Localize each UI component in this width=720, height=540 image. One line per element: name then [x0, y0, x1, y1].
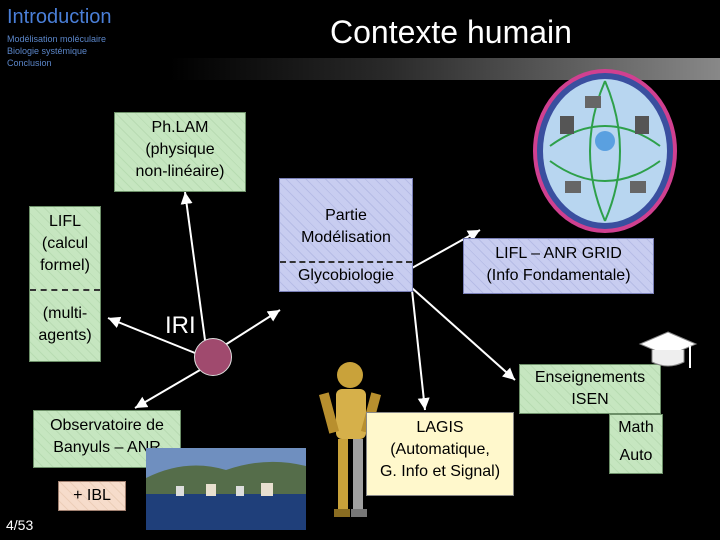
phlam-line-3: non-linéaire) [135, 163, 225, 180]
lifl-line-2: (calcul [41, 235, 89, 252]
network-globe-icon [525, 66, 685, 236]
modelisation-line-2: Modélisation [301, 229, 391, 246]
lagis-box: LAGIS (Automatique, G. Info et Signal) [366, 412, 514, 496]
math-auto-box: Math Auto [609, 414, 663, 474]
lifl-multi-line-1: (multi- [42, 305, 88, 322]
lifl-grid-line-2: (Info Fondamentale) [486, 267, 631, 284]
lifl-line-3: formel) [40, 257, 90, 274]
iri-label: IRI [165, 312, 196, 339]
lifl-line-1: LIFL [48, 213, 81, 230]
lifl-grid-line-1: LIFL – ANR GRID [495, 245, 622, 262]
nav-item-conclusion[interactable]: Conclusion [7, 58, 52, 68]
nav-item-modelisation[interactable]: Modélisation moléculaire [7, 34, 107, 44]
observatoire-line-2: Banyuls – ANR [53, 439, 161, 456]
arrow-to-globe [411, 229, 481, 269]
auto-label: Auto [619, 447, 653, 464]
modelisation-line-1: Partie [325, 207, 367, 224]
lagis-line-2: (Automatique, [390, 441, 490, 458]
arrow-to-lagis [411, 289, 430, 411]
page-number: 4/53 [6, 517, 34, 533]
glycobiologie-label: Glycobiologie [280, 261, 412, 287]
modelisation-box: Partie Modélisation Glycobiologie [279, 178, 413, 292]
phlam-box: Ph.LAM (physique non-linéaire) [114, 112, 246, 192]
lagis-line-1: LAGIS [416, 419, 464, 436]
isen-line-2: ISEN [571, 391, 609, 408]
lagis-line-3: G. Info et Signal) [379, 463, 501, 480]
phlam-line-1: Ph.LAM [151, 119, 209, 136]
harbour-photo [146, 448, 306, 530]
robot-icon [310, 355, 390, 535]
lifl-multi-line-2: agents) [38, 327, 92, 344]
arrow-to-observatoire [134, 369, 201, 409]
isen-line-1: Enseignements [534, 369, 646, 386]
math-label: Math [618, 419, 654, 436]
nav-current-section[interactable]: Introduction [7, 6, 112, 28]
slide-title: Contexte humain [330, 14, 572, 50]
nav-item-biologie[interactable]: Biologie systémique [7, 46, 88, 56]
arrow-to-lifl [107, 316, 201, 356]
lifl-box: LIFL (calcul formel) (multi- agents) [29, 206, 101, 362]
arrow-to-phlam [180, 191, 206, 341]
lifl-separator: (multi- agents) [30, 289, 100, 347]
arrow-to-isen [411, 287, 516, 381]
observatoire-line-1: Observatoire de [50, 417, 164, 434]
graduation-cap-icon [638, 328, 698, 378]
isen-box: Enseignements ISEN [519, 364, 661, 414]
lifl-grid-box: LIFL – ANR GRID (Info Fondamentale) [463, 238, 654, 294]
arrow-to-modelisation [224, 309, 281, 346]
phlam-line-2: (physique [145, 141, 215, 158]
iri-node [194, 338, 232, 376]
ibl-box: + IBL [58, 481, 126, 511]
